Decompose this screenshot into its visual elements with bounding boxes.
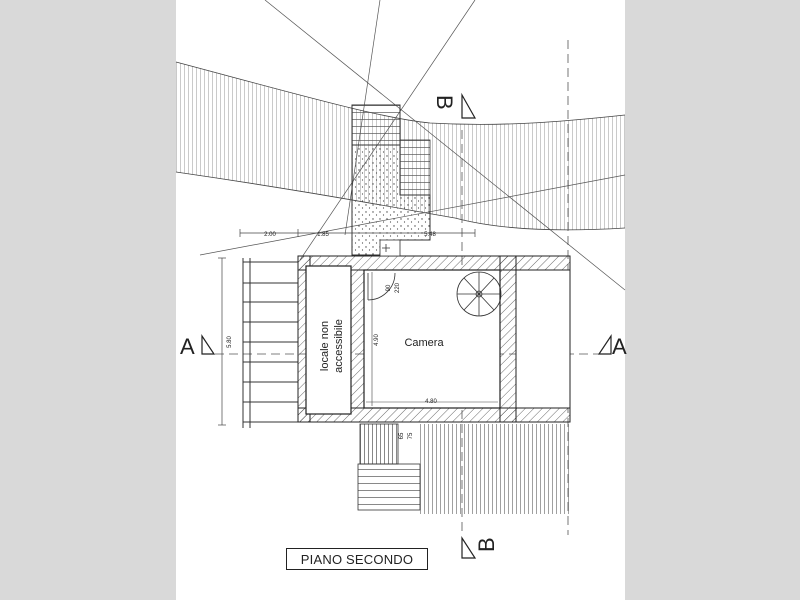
terrain-edge-top bbox=[175, 61, 626, 125]
dim-4-90: 4.90 bbox=[374, 334, 380, 346]
dim-220: 220 bbox=[395, 282, 401, 293]
section-mark-b-top: B bbox=[432, 95, 457, 110]
dim-65: 65 bbox=[399, 432, 405, 439]
top-dimension-line bbox=[239, 229, 476, 237]
left-dimension-line bbox=[218, 257, 226, 426]
dim-1-85: 1.85 bbox=[317, 232, 329, 238]
dim-5-48: 5.48 bbox=[424, 232, 436, 238]
room-label-camera: Camera bbox=[404, 337, 444, 349]
spiral-staircase bbox=[456, 271, 502, 317]
top-stair bbox=[351, 104, 431, 256]
room-label-locale-line1: locale non bbox=[319, 321, 331, 371]
dim-5-80: 5.80 bbox=[227, 336, 233, 348]
left-balcony-grid bbox=[242, 258, 298, 428]
dim-2-00: 2.00 bbox=[264, 232, 276, 238]
dim-90: 90 bbox=[386, 284, 392, 291]
section-mark-a-right: A bbox=[612, 334, 627, 359]
locale-non-accessibile-room bbox=[305, 265, 352, 415]
drawing-title: PIANO SECONDO bbox=[286, 548, 428, 570]
bottom-stair bbox=[357, 423, 570, 514]
dim-4-80: 4.80 bbox=[425, 399, 437, 405]
room-label-locale-line2: accessibile bbox=[333, 319, 345, 373]
terrain-edge-bottom bbox=[175, 171, 626, 231]
dim-75: 75 bbox=[408, 432, 414, 439]
section-arrows bbox=[201, 92, 612, 559]
camera-dimension-lines bbox=[366, 272, 498, 406]
section-mark-a-left: A bbox=[180, 334, 195, 359]
section-mark-b-bottom: B bbox=[474, 537, 499, 552]
